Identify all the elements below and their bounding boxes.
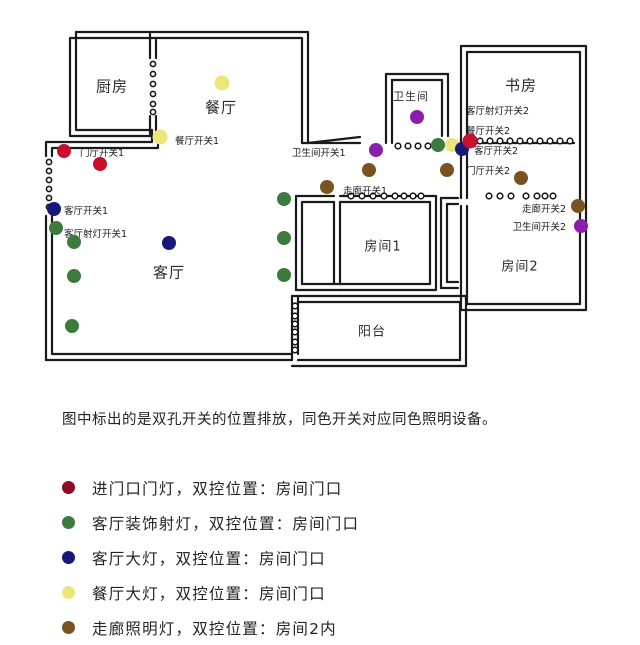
legend-living-spotlight-swatch [62, 516, 75, 529]
switch-label-dining-2: 餐厅开关2 [466, 126, 511, 137]
room-label-living: 客厅 [152, 263, 186, 282]
legend-corridor-light-swatch [62, 621, 75, 634]
legend-row: 客厅大灯，双控位置：房间门口 [62, 540, 582, 575]
dot-bathroom-switch-1 [369, 143, 383, 157]
dot-living-main-b [162, 236, 176, 250]
dot-dining-light [214, 75, 230, 91]
dot-living-spot-d [65, 319, 79, 333]
switch-label-foyer-1: 门厅开关1 [80, 148, 125, 159]
legend-row: 客厅装饰射灯，双控位置：房间门口 [62, 505, 582, 540]
legend-living-spotlight-text: 客厅装饰射灯，双控位置：房间门口 [92, 514, 360, 533]
legend-row: 走廊照明灯，双控位置：房间2内 [62, 610, 582, 645]
dot-living-spot-g [277, 268, 291, 282]
dot-bathroom-light [410, 110, 424, 124]
legend-list: 进门口门灯，双控位置：房间门口客厅装饰射灯，双控位置：房间门口客厅大灯，双控位置… [62, 470, 582, 645]
legend-entry-door-light-swatch [62, 481, 75, 494]
dot-living-spot-c [67, 269, 81, 283]
switch-label-bathroom-2: 卫生间开关2 [512, 222, 566, 233]
legend-row: 餐厅大灯，双控位置：房间门口 [62, 575, 582, 610]
legend-entry-door-light-text: 进门口门灯，双控位置：房间门口 [92, 479, 343, 498]
dot-corridor-b [440, 163, 454, 177]
switch-label-corridor-2: 走廊开关2 [521, 204, 566, 215]
switch-label-bathroom-1: 卫生间开关1 [292, 148, 346, 159]
dot-entry-light [57, 144, 71, 158]
dot-living-spot-f [277, 231, 291, 245]
switch-label-living-spot-2: 客厅射灯开关2 [466, 106, 530, 117]
dot-entry-switch [93, 157, 107, 171]
caption-text: 图中标出的是双孔开关的位置排放，同色开关对应同色照明设备。 [62, 412, 497, 428]
switch-label-living-2: 客厅开关2 [474, 146, 519, 157]
dot-living-spot-a [49, 221, 63, 235]
dot-cluster-green [431, 138, 445, 152]
legend-dining-main-light-text: 餐厅大灯，双控位置：房间门口 [92, 584, 326, 603]
dot-cluster-red [462, 133, 478, 149]
dot-corridor-switch-1 [320, 180, 334, 194]
dot-dining-switch-1 [152, 129, 168, 145]
floorplan-walls [44, 30, 588, 368]
legend-dining-main-light-swatch [62, 586, 75, 599]
dot-corridor-switch-2 [571, 199, 585, 213]
legend-row: 进门口门灯，双控位置：房间门口 [62, 470, 582, 505]
switch-label-foyer-2: 门厅开关2 [466, 166, 511, 177]
room-label-dining: 餐厅 [204, 98, 238, 117]
legend-corridor-light-text: 走廊照明灯，双控位置：房间2内 [92, 619, 337, 638]
floorplan-diagram: 厨房 餐厅 客厅 卫生间 书房 房间1 房间2 阳台 餐厅开关1 门厅开关1 客… [44, 30, 588, 368]
dot-living-spot-b [67, 235, 81, 249]
dot-living-spot-e [277, 192, 291, 206]
switch-label-corridor-1: 走廊开关1 [343, 186, 388, 197]
door-opening-markers [45, 60, 574, 354]
room-label-kitchen: 厨房 [95, 77, 129, 96]
switch-label-living-spot-1: 客厅射灯开关1 [64, 229, 128, 240]
room-label-balcony: 阳台 [357, 324, 387, 340]
dot-living-main [47, 202, 61, 216]
legend-living-main-light-swatch [62, 551, 75, 564]
legend-living-main-light-text: 客厅大灯，双控位置：房间门口 [92, 549, 326, 568]
room-label-bathroom: 卫生间 [393, 90, 429, 103]
dot-corridor-a [362, 163, 376, 177]
switch-label-dining-1: 餐厅开关1 [175, 136, 220, 147]
dot-bathroom-switch-2 [574, 219, 588, 233]
dot-foyer-switch-2 [514, 171, 528, 185]
room-label-bedroom-1: 房间1 [364, 239, 402, 255]
room-label-study: 书房 [504, 76, 538, 95]
switch-label-living-1: 客厅开关1 [64, 206, 109, 217]
room-label-bedroom-2: 房间2 [501, 259, 539, 275]
